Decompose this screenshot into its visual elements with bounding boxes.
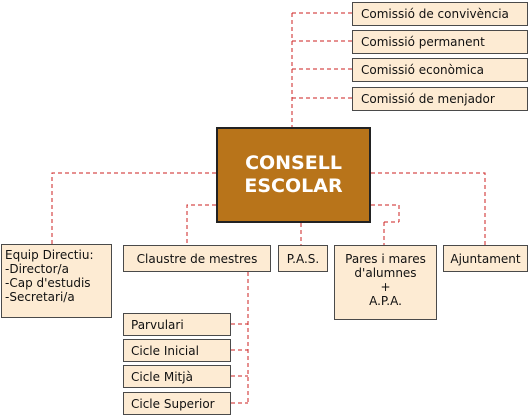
cicle-mitja: Cicle Mitjà: [123, 365, 231, 388]
pares-line4: A.P.A.: [369, 294, 402, 308]
pares-line3: +: [380, 280, 391, 294]
equip-member: -Cap d'estudis: [5, 276, 91, 290]
commission-menjador: Comissió de menjador: [352, 87, 528, 111]
cicle-superior: Cicle Superior: [123, 392, 231, 415]
commission-permanent: Comissió permanent: [352, 30, 528, 54]
connector-line: [371, 204, 400, 222]
main-title-line2: ESCOLAR: [244, 175, 343, 197]
equip-directiu-box: Equip Directiu: -Director/a -Cap d'estud…: [1, 244, 112, 318]
pas-box: P.A.S.: [278, 245, 328, 272]
commission-convivencia: Comissió de convivència: [352, 2, 528, 26]
commission-economica: Comissió econòmica: [352, 58, 528, 82]
equip-member: -Director/a: [5, 262, 69, 276]
equip-title: Equip Directiu:: [5, 248, 94, 262]
pares-box: Pares i mares d'alumnes + A.P.A.: [334, 245, 437, 320]
cicle-parvulari: Parvulari: [123, 313, 231, 336]
main-title-line1: CONSELL: [245, 152, 342, 174]
connector-line: [371, 172, 486, 245]
connector-line: [186, 204, 216, 245]
consell-escolar-box: CONSELL ESCOLAR: [216, 127, 371, 223]
ajuntament-box: Ajuntament: [443, 245, 528, 272]
connector-line: [51, 172, 216, 244]
pares-line2: d'alumnes: [354, 266, 417, 280]
claustre-box: Claustre de mestres: [123, 245, 271, 272]
equip-member: -Secretari/a: [5, 290, 75, 304]
cicle-inicial: Cicle Inicial: [123, 339, 231, 362]
pares-line1: Pares i mares: [345, 252, 426, 266]
